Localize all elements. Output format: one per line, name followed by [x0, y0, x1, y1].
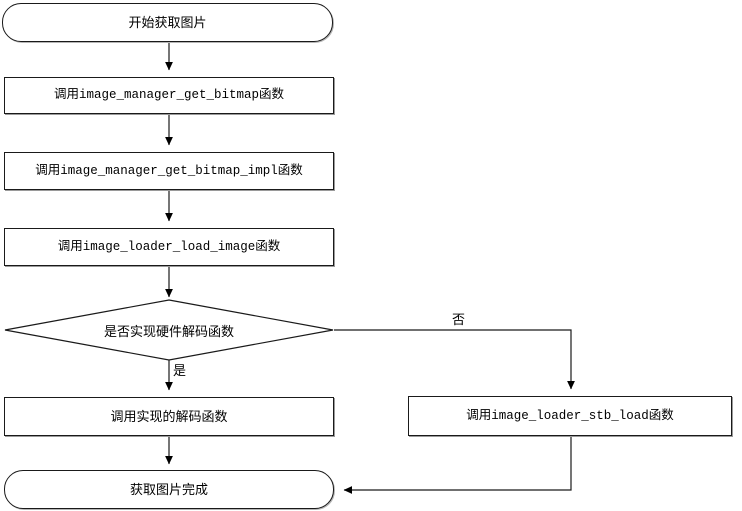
edge-stb-load-to-end — [343, 436, 572, 494]
node-start-label: 开始获取图片 — [128, 15, 207, 30]
node-call-image-manager-get-bitmap-impl-label: 调用image_manager_get_bitmap_impl函数 — [35, 163, 303, 178]
node-call-implemented-decode[interactable]: 调用实现的解码函数 — [4, 397, 334, 436]
node-start[interactable]: 开始获取图片 — [2, 3, 333, 42]
node-decision-hardware-decode-label: 是否实现硬件解码函数 — [103, 323, 234, 339]
node-call-image-loader-stb-load-label: 调用image_loader_stb_load函数 — [466, 408, 674, 423]
node-call-implemented-decode-label: 调用实现的解码函数 — [110, 409, 228, 424]
node-call-image-manager-get-bitmap-label: 调用image_manager_get_bitmap函数 — [53, 88, 285, 103]
node-call-image-manager-get-bitmap-impl[interactable]: 调用image_manager_get_bitmap_impl函数 — [4, 152, 334, 190]
node-end-label: 获取图片完成 — [129, 482, 208, 497]
edge-label-yes: 是 — [173, 363, 187, 378]
decision-diamond-shape — [4, 299, 334, 361]
node-end[interactable]: 获取图片完成 — [4, 470, 334, 509]
node-call-image-loader-stb-load[interactable]: 调用image_loader_stb_load函数 — [408, 396, 732, 436]
node-decision-hardware-decode[interactable]: 是否实现硬件解码函数 — [4, 299, 334, 361]
node-call-image-manager-get-bitmap[interactable]: 调用image_manager_get_bitmap函数 — [4, 77, 334, 114]
node-call-image-loader-load-image[interactable]: 调用image_loader_load_image函数 — [4, 228, 334, 266]
edge-decision-no-to-stb-load — [334, 329, 575, 390]
node-call-image-loader-load-image-label: 调用image_loader_load_image函数 — [57, 239, 281, 254]
edge-label-no: 否 — [452, 312, 466, 327]
